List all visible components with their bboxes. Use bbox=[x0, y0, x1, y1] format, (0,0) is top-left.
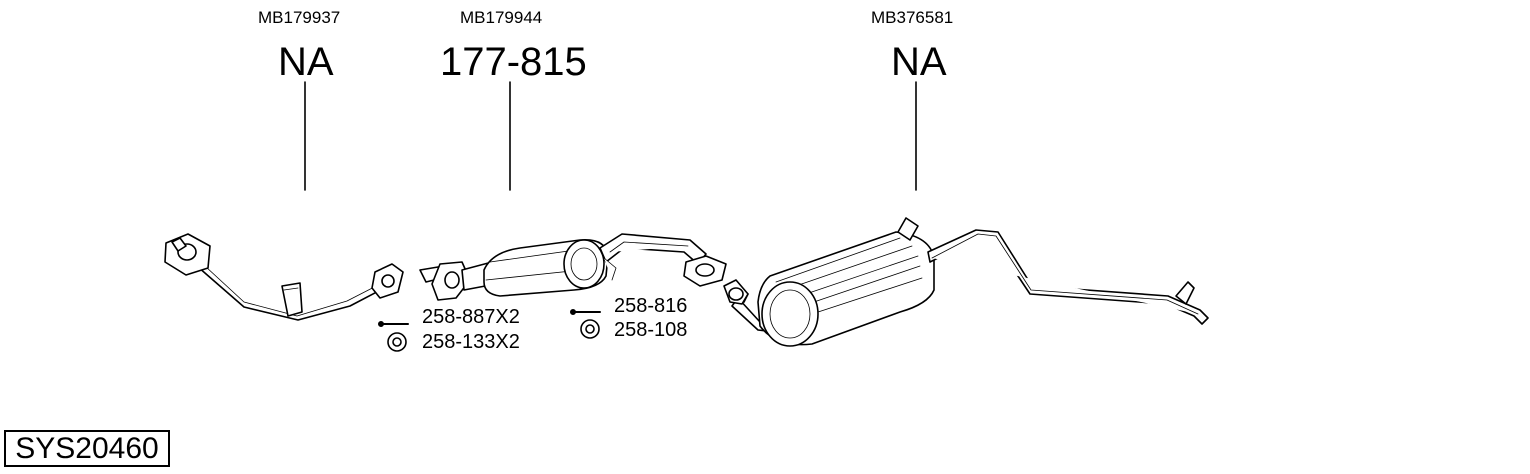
part-3-oem-number: MB376581 bbox=[871, 8, 954, 27]
part-1-oem-number: MB179937 bbox=[258, 8, 341, 27]
part-1-code[interactable]: NA bbox=[278, 40, 334, 84]
fitting-1-ring-icon bbox=[387, 332, 407, 352]
fitting-1-bolt-icon bbox=[377, 320, 409, 327]
fitting-1-bolt-label[interactable]: 258-887X2 bbox=[422, 306, 520, 328]
fitting-1-ring-label[interactable]: 258-133X2 bbox=[422, 331, 520, 353]
rear-silencer bbox=[723, 217, 1209, 347]
fitting-2-bolt-label[interactable]: 258-816 bbox=[614, 295, 688, 317]
fitting-2-ring-label[interactable]: 258-108 bbox=[614, 319, 688, 341]
front-pipe bbox=[164, 233, 404, 321]
catalytic-converter bbox=[419, 233, 727, 301]
system-code-box: SYS20460 bbox=[4, 430, 170, 467]
part-2-oem-number: MB179944 bbox=[460, 8, 543, 27]
fitting-2-ring-icon bbox=[580, 319, 600, 339]
fitting-2-bolt-icon bbox=[569, 308, 601, 315]
part-3-code[interactable]: NA bbox=[891, 40, 947, 84]
part-2-code[interactable]: 177-815 bbox=[440, 40, 587, 84]
system-code: SYS20460 bbox=[15, 432, 159, 465]
